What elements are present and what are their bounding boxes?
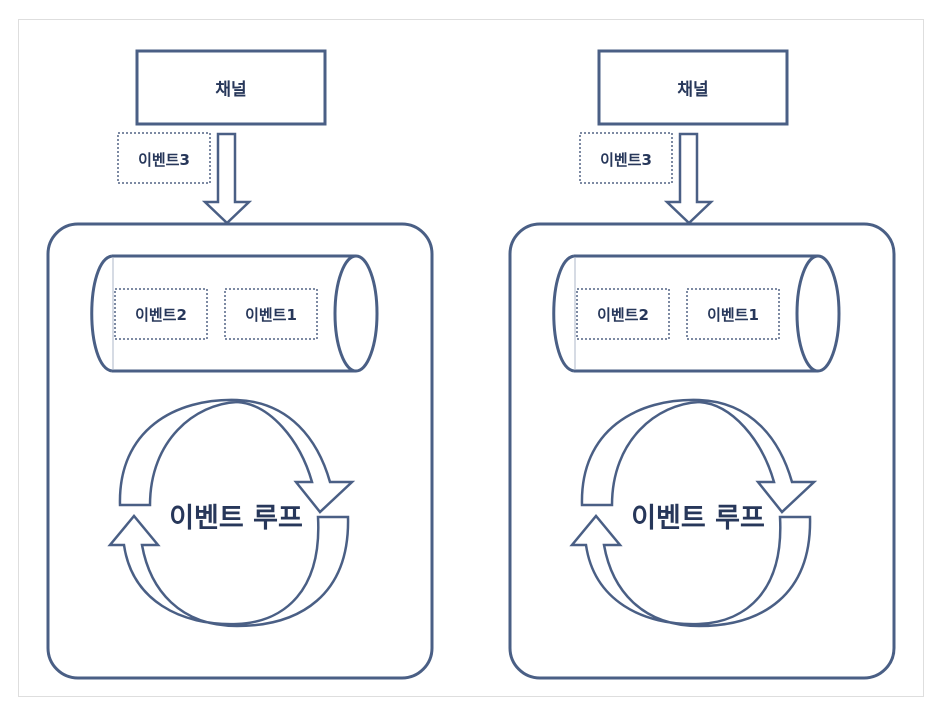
channel-label: 채널 xyxy=(215,80,246,100)
loop-arrow-bottom-icon xyxy=(569,514,812,628)
queued-event-border xyxy=(686,288,780,340)
queued-event: 이벤트2 xyxy=(114,288,208,340)
channel-box: 채널 xyxy=(135,49,327,126)
incoming-event-label: 이벤트3 xyxy=(138,151,190,169)
incoming-event-border xyxy=(579,132,673,184)
queued-event-border xyxy=(114,288,208,340)
loop-arrow-top-icon xyxy=(118,398,356,514)
incoming-event-label: 이벤트3 xyxy=(600,151,652,169)
event-loop-label: 이벤트 루프 xyxy=(631,503,765,534)
queued-event-label: 이벤트1 xyxy=(707,306,759,324)
event-loop-label: 이벤트 루프 xyxy=(169,503,303,534)
cylinder-body xyxy=(552,254,818,373)
loop-arrow-bottom-icon xyxy=(107,514,350,628)
queued-event: 이벤트1 xyxy=(686,288,780,340)
cylinder-body xyxy=(90,254,356,373)
down-arrow-icon xyxy=(201,132,253,225)
event-queue-cylinder: 이벤트2 이벤트1 xyxy=(552,254,841,373)
channel-box-border xyxy=(135,49,327,126)
cylinder-end-cap xyxy=(333,254,379,373)
channel-label: 채널 xyxy=(677,80,708,100)
queued-event-label: 이벤트2 xyxy=(135,306,187,324)
event-loop-cycle: 이벤트 루프 xyxy=(107,398,356,628)
incoming-event: 이벤트3 xyxy=(579,132,673,184)
queued-event-label: 이벤트1 xyxy=(245,306,297,324)
event-loop-container xyxy=(46,222,434,680)
cylinder-end-cap xyxy=(795,254,841,373)
incoming-event: 이벤트3 xyxy=(117,132,211,184)
incoming-event-border xyxy=(117,132,211,184)
event-loop-cycle: 이벤트 루프 xyxy=(569,398,818,628)
queued-event-border xyxy=(576,288,670,340)
down-arrow-icon xyxy=(663,132,715,225)
loop-arrow-top-icon xyxy=(580,398,818,514)
event-queue-cylinder: 이벤트2 이벤트1 xyxy=(90,254,379,373)
queued-event-border xyxy=(224,288,318,340)
channel-box-border xyxy=(597,49,789,126)
queued-event: 이벤트2 xyxy=(576,288,670,340)
queued-event: 이벤트1 xyxy=(224,288,318,340)
channel-box: 채널 xyxy=(597,49,789,126)
event-loop-container xyxy=(508,222,896,680)
queued-event-label: 이벤트2 xyxy=(597,306,649,324)
